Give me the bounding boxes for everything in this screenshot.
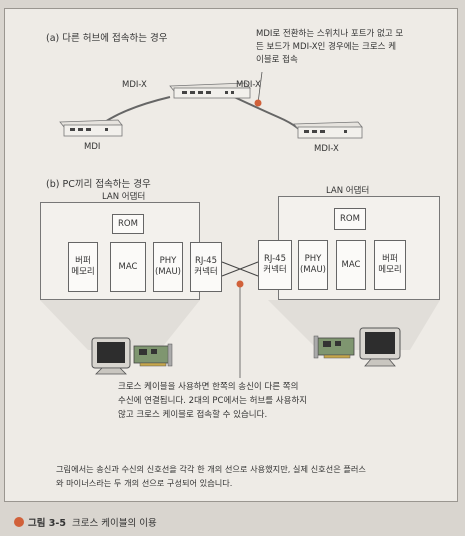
hub-right-port-label: MDI-X [236,80,261,90]
right-phy: PHY (MAU) [298,240,328,290]
caption-bullet-icon [14,517,24,527]
left-buffer-memory: 버퍼 메모리 [68,242,98,292]
buffer-line-1: 버퍼 [382,254,398,264]
buffer-line-2: 메모리 [71,267,95,277]
left-pc [91,337,131,375]
rj45-line-2: 커넥터 [194,267,218,277]
left-nic [133,343,173,367]
phy-line-2: (MAU) [299,265,326,275]
hub-device [169,82,251,99]
figure-caption: 그림 3-5 크로스 케이블의 이용 [14,515,157,529]
section-b-note: 크로스 케이블을 사용하면 한쪽의 송신이 다른 쪽의 수신에 연결됩니다. 2… [118,380,307,422]
cross-marker-b [236,280,244,288]
phy-line-2: (MAU) [154,267,181,277]
caption-label: 그림 3-5 [28,518,66,529]
right-rj45: RJ-45 커넥터 [258,240,292,290]
left-rj45: RJ-45 커넥터 [190,242,222,292]
footnote: 그림에서는 송신과 수신의 신호선을 각각 한 개의 선으로 사용했지만, 실제… [56,462,366,490]
footnote-line-2: 와 마이너스라는 두 개의 선으로 구성되어 있습니다. [56,478,233,488]
left-mac: MAC [110,242,146,292]
note-b-line-1: 크로스 케이블을 사용하면 한쪽의 송신이 다른 쪽의 [118,382,299,392]
rj45-line-1: RJ-45 [195,256,217,266]
hub-left-port-label: MDI-X [122,80,147,90]
right-rom: ROM [334,208,366,230]
right-buffer-memory: 버퍼 메모리 [374,240,406,290]
cross-marker-a [254,99,262,107]
footnote-line-1: 그림에서는 송신과 수신의 신호선을 각각 한 개의 선으로 사용했지만, 실제… [56,464,366,474]
section-a-title: (a) 다른 허브에 접속하는 경우 [46,33,168,44]
left-lan-label: LAN 어댑터 [102,192,146,202]
left-rom: ROM [112,214,144,234]
section-b-title: (b) PC끼리 접속하는 경우 [46,179,151,190]
rj45-line-2: 커넥터 [263,265,287,275]
note-b-line-3: 않고 크로스 케이블로 접속할 수 있습니다. [118,410,268,420]
right-mac: MAC [336,240,366,290]
phy-line-1: PHY [159,256,177,266]
left-funnel [40,300,200,350]
note-b-line-2: 수신에 연결됩니다. 2대의 PC에서는 허브를 사용하지 [118,396,308,406]
rj45-line-1: RJ-45 [264,254,286,264]
right-lan-label: LAN 어댑터 [326,186,370,196]
right-device-label: MDI-X [314,144,339,154]
note-leader-a [257,71,263,104]
right-device [293,121,363,139]
phy-line-1: PHY [304,254,322,264]
buffer-line-1: 버퍼 [75,256,91,266]
section-a-note: MDI로 전환하는 스위치나 포트가 없고 모 든 보드가 MDI-X인 경우에… [256,28,403,67]
buffer-line-2: 메모리 [378,265,402,275]
left-phy: PHY (MAU) [153,242,183,292]
cable-cross [231,95,301,131]
right-pc [359,327,401,367]
caption-text: 크로스 케이블의 이용 [72,518,157,529]
left-device-label: MDI [84,142,101,152]
note-a-line-3: 이블로 접속 [256,55,298,65]
rx-line-left [221,261,259,277]
left-device [59,119,123,137]
note-a-line-2: 든 보드가 MDI-X인 경우에는 크로스 케 [256,42,397,52]
right-nic [313,335,355,359]
note-a-line-1: MDI로 전환하는 스위치나 포트가 없고 모 [256,29,404,39]
